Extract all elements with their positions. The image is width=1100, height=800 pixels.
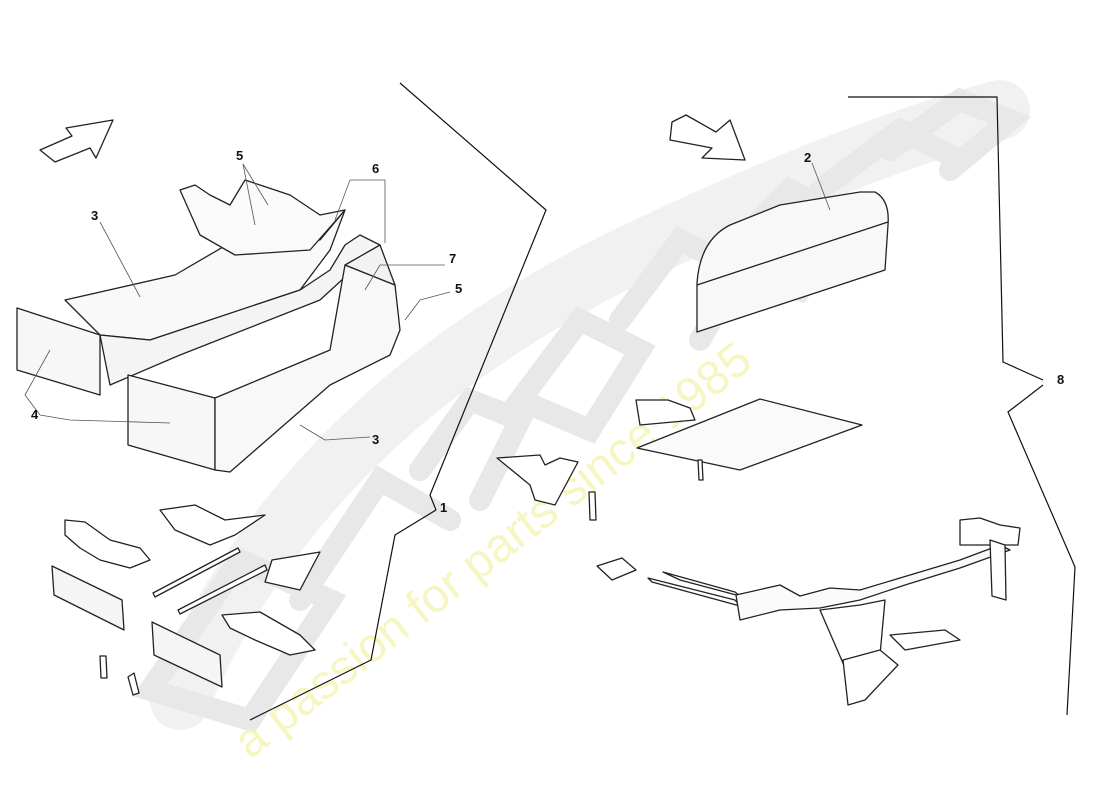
parcel-shelf-part bbox=[696, 191, 889, 333]
insulation-pieces bbox=[51, 504, 321, 696]
callout-1[interactable]: 1 bbox=[440, 500, 448, 515]
orientation-arrow-left-icon bbox=[39, 119, 114, 163]
floor-tray-assembly bbox=[16, 179, 401, 473]
orientation-arrow-right-icon bbox=[669, 114, 746, 161]
middle-insulation-parts bbox=[496, 398, 863, 521]
callout-3b[interactable]: 3 bbox=[372, 432, 380, 447]
callout-5a[interactable]: 5 bbox=[236, 148, 244, 163]
callout-4[interactable]: 4 bbox=[31, 407, 39, 422]
callout-2[interactable]: 2 bbox=[804, 150, 812, 165]
callout-6[interactable]: 6 bbox=[372, 161, 380, 176]
callout-8[interactable]: 8 bbox=[1057, 372, 1065, 387]
callout-3a[interactable]: 3 bbox=[91, 208, 99, 223]
front-crossmember-insulation bbox=[596, 517, 1021, 706]
callout-5b[interactable]: 5 bbox=[455, 281, 463, 296]
leader-lines bbox=[24, 82, 1076, 721]
callout-7[interactable]: 7 bbox=[449, 251, 457, 266]
